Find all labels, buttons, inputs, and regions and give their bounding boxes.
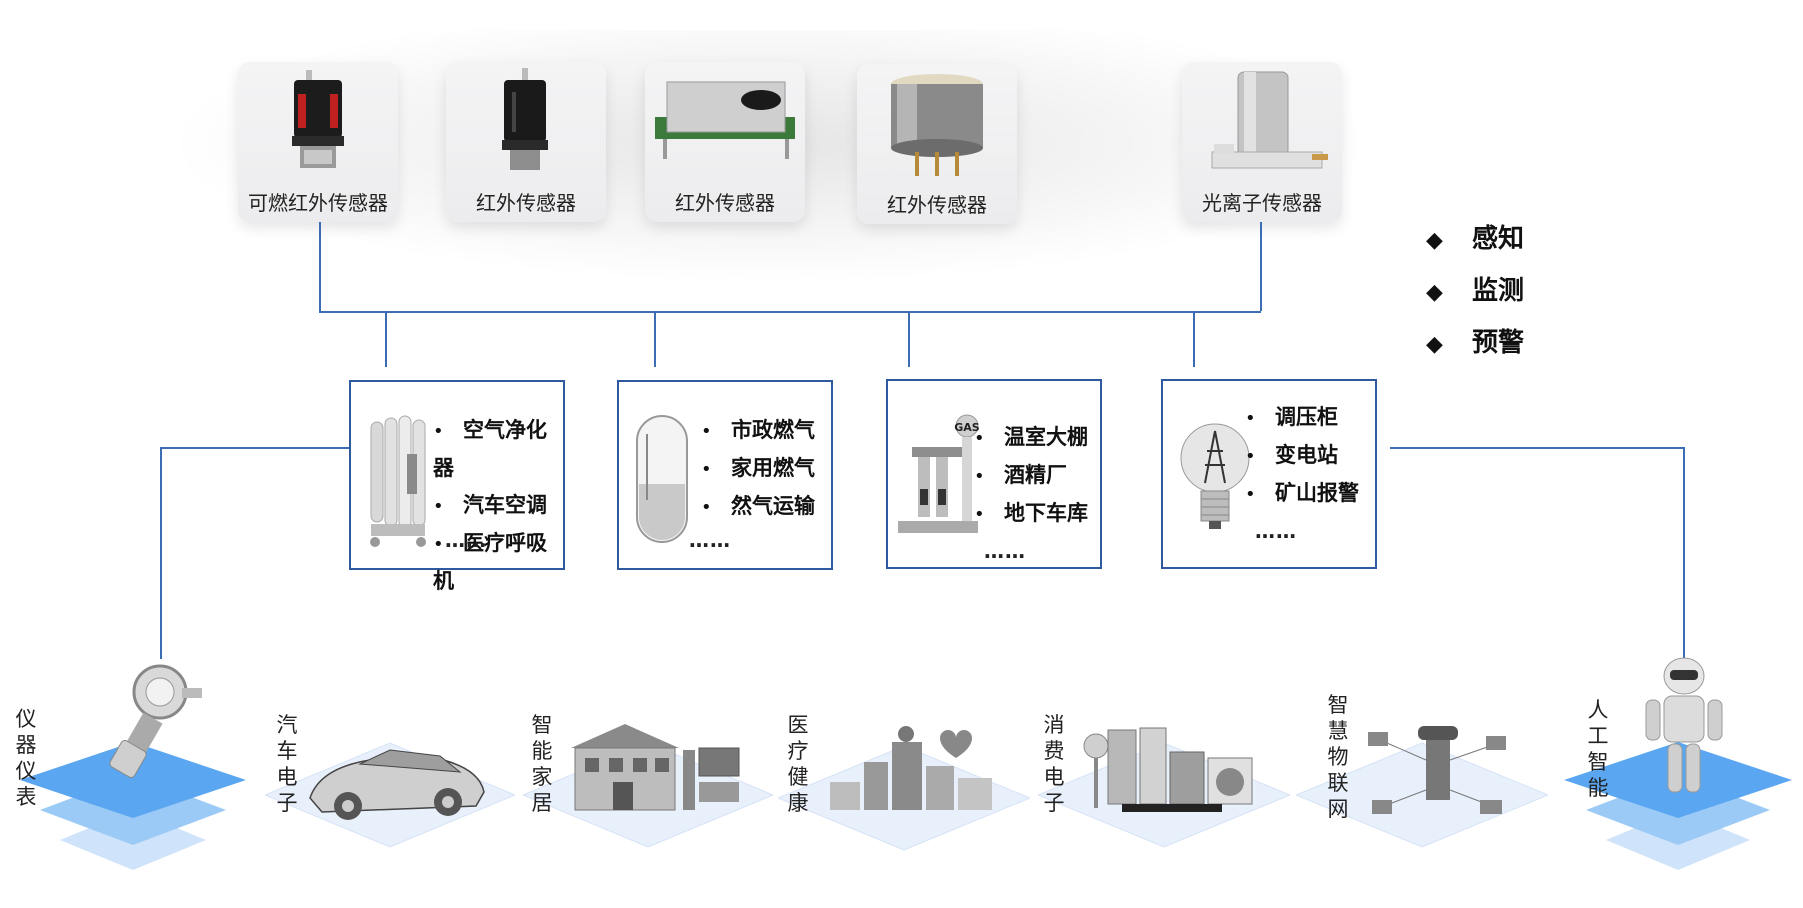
medical-equipment-icon [830,726,992,810]
list-item: 医疗呼吸机 [433,525,563,600]
application-box-power[interactable]: 调压柜 变电站 矿山报警 …… [1161,379,1377,569]
application-box-greenhouse[interactable]: GAS 温室大棚 酒精厂 地下车库 …… [886,379,1102,569]
connector-line [160,447,162,659]
infrared-canister-sensor-image [891,74,983,176]
list-item: 矿山报警 [1245,475,1359,513]
list-item: 家用燃气 [701,450,815,488]
application-list: 市政燃气 家用燃气 然气运输 [701,412,815,526]
industry-label-consumer: 消费电子 [1043,713,1065,815]
list-item: 然气运输 [701,488,815,526]
sensor-label: 红外传感器 [476,191,576,215]
smart-house-icon [571,724,740,811]
application-list: 空气净化器 汽车空调 医疗呼吸机 [433,412,563,600]
connector-line [1390,447,1683,449]
application-box-gas[interactable]: 市政燃气 家用燃气 然气运输 …… [617,380,833,570]
legend-item-warning: ◆ 预警 [1426,322,1524,359]
sensor-card-infrared-1[interactable]: 红外传感器 [446,62,606,222]
sensor-card-infrared-3[interactable]: 红外传感器 [857,64,1017,224]
diamond-bullet-icon: ◆ [1426,228,1443,253]
list-item: 调压柜 [1245,399,1359,437]
infrared-module-sensor-image [655,81,795,159]
sensor-label: 红外传感器 [675,191,775,215]
legend-label: 感知 [1472,224,1525,254]
sensor-label: 光离子传感器 [1202,191,1322,215]
connector-line [654,311,656,367]
sensor-card-combustible-infrared[interactable]: 可燃红外传感器 [238,62,398,222]
combustible-infrared-sensor-image [292,70,344,168]
list-item: 变电站 [1245,437,1359,475]
more-ellipsis: …… [445,528,487,552]
connector-line [1193,311,1195,367]
list-item: 空气净化器 [433,412,563,487]
application-list: 调压柜 变电站 矿山报警 [1245,399,1359,513]
connector-line [319,222,321,311]
lightbulb-tower-icon [1180,423,1250,529]
photoionization-sensor-image [1211,71,1328,169]
list-item: 市政燃气 [701,412,815,450]
robot-icon [1645,657,1723,793]
more-ellipsis: …… [1255,519,1297,543]
connector-line [1683,447,1685,659]
legend-item-monitoring: ◆ 监测 [1426,270,1524,307]
sensor-label: 红外传感器 [887,193,987,217]
sensor-label: 可燃红外传感器 [248,191,388,215]
car-wireframe-icon [309,749,485,820]
radiator-heater-icon [370,415,426,547]
industry-label-automotive: 汽车电子 [276,713,298,815]
list-item: 汽车空调 [433,487,563,525]
sensor-card-photoionization[interactable]: 光离子传感器 [1182,62,1342,222]
connector-line [385,311,387,367]
connector-line [1260,222,1262,311]
more-ellipsis: …… [984,539,1026,563]
legend-label: 监测 [1472,276,1525,306]
industry-label-ai: 人工智能 [1587,698,1609,800]
list-item: 地下车库 [974,495,1088,533]
list-item: 温室大棚 [974,419,1088,457]
application-list: 温室大棚 酒精厂 地下车库 [974,419,1088,533]
iot-platform [1296,742,1548,848]
industry-label-smart-home: 智能家居 [531,713,553,815]
industry-label-instruments: 仪器仪表 [15,707,37,809]
industry-label-iot: 智慧物联网 [1327,693,1349,821]
legend-label: 预警 [1472,328,1525,358]
connector-line [160,447,350,449]
application-box-air[interactable]: 空气净化器 汽车空调 医疗呼吸机 …… [349,380,565,593]
connector-line [908,311,910,367]
gas-tank-icon [636,415,688,543]
gas-station-icon: GAS [898,414,980,533]
home-appliances-icon [1083,727,1253,812]
list-item: 酒精厂 [974,457,1088,495]
diamond-bullet-icon: ◆ [1426,332,1443,357]
more-ellipsis: …… [689,528,731,552]
industry-label-medical: 医疗健康 [787,713,809,815]
legend-item-perception: ◆ 感知 [1426,218,1524,255]
sensor-card-infrared-2[interactable]: 红外传感器 [645,62,805,222]
diamond-bullet-icon: ◆ [1426,280,1443,305]
instrument-platform [20,742,246,870]
gas-detector-device-icon [109,664,202,779]
iot-network-icon [1368,726,1506,814]
infrared-sensor-image [502,68,548,170]
connector-bus-line [319,311,1261,313]
